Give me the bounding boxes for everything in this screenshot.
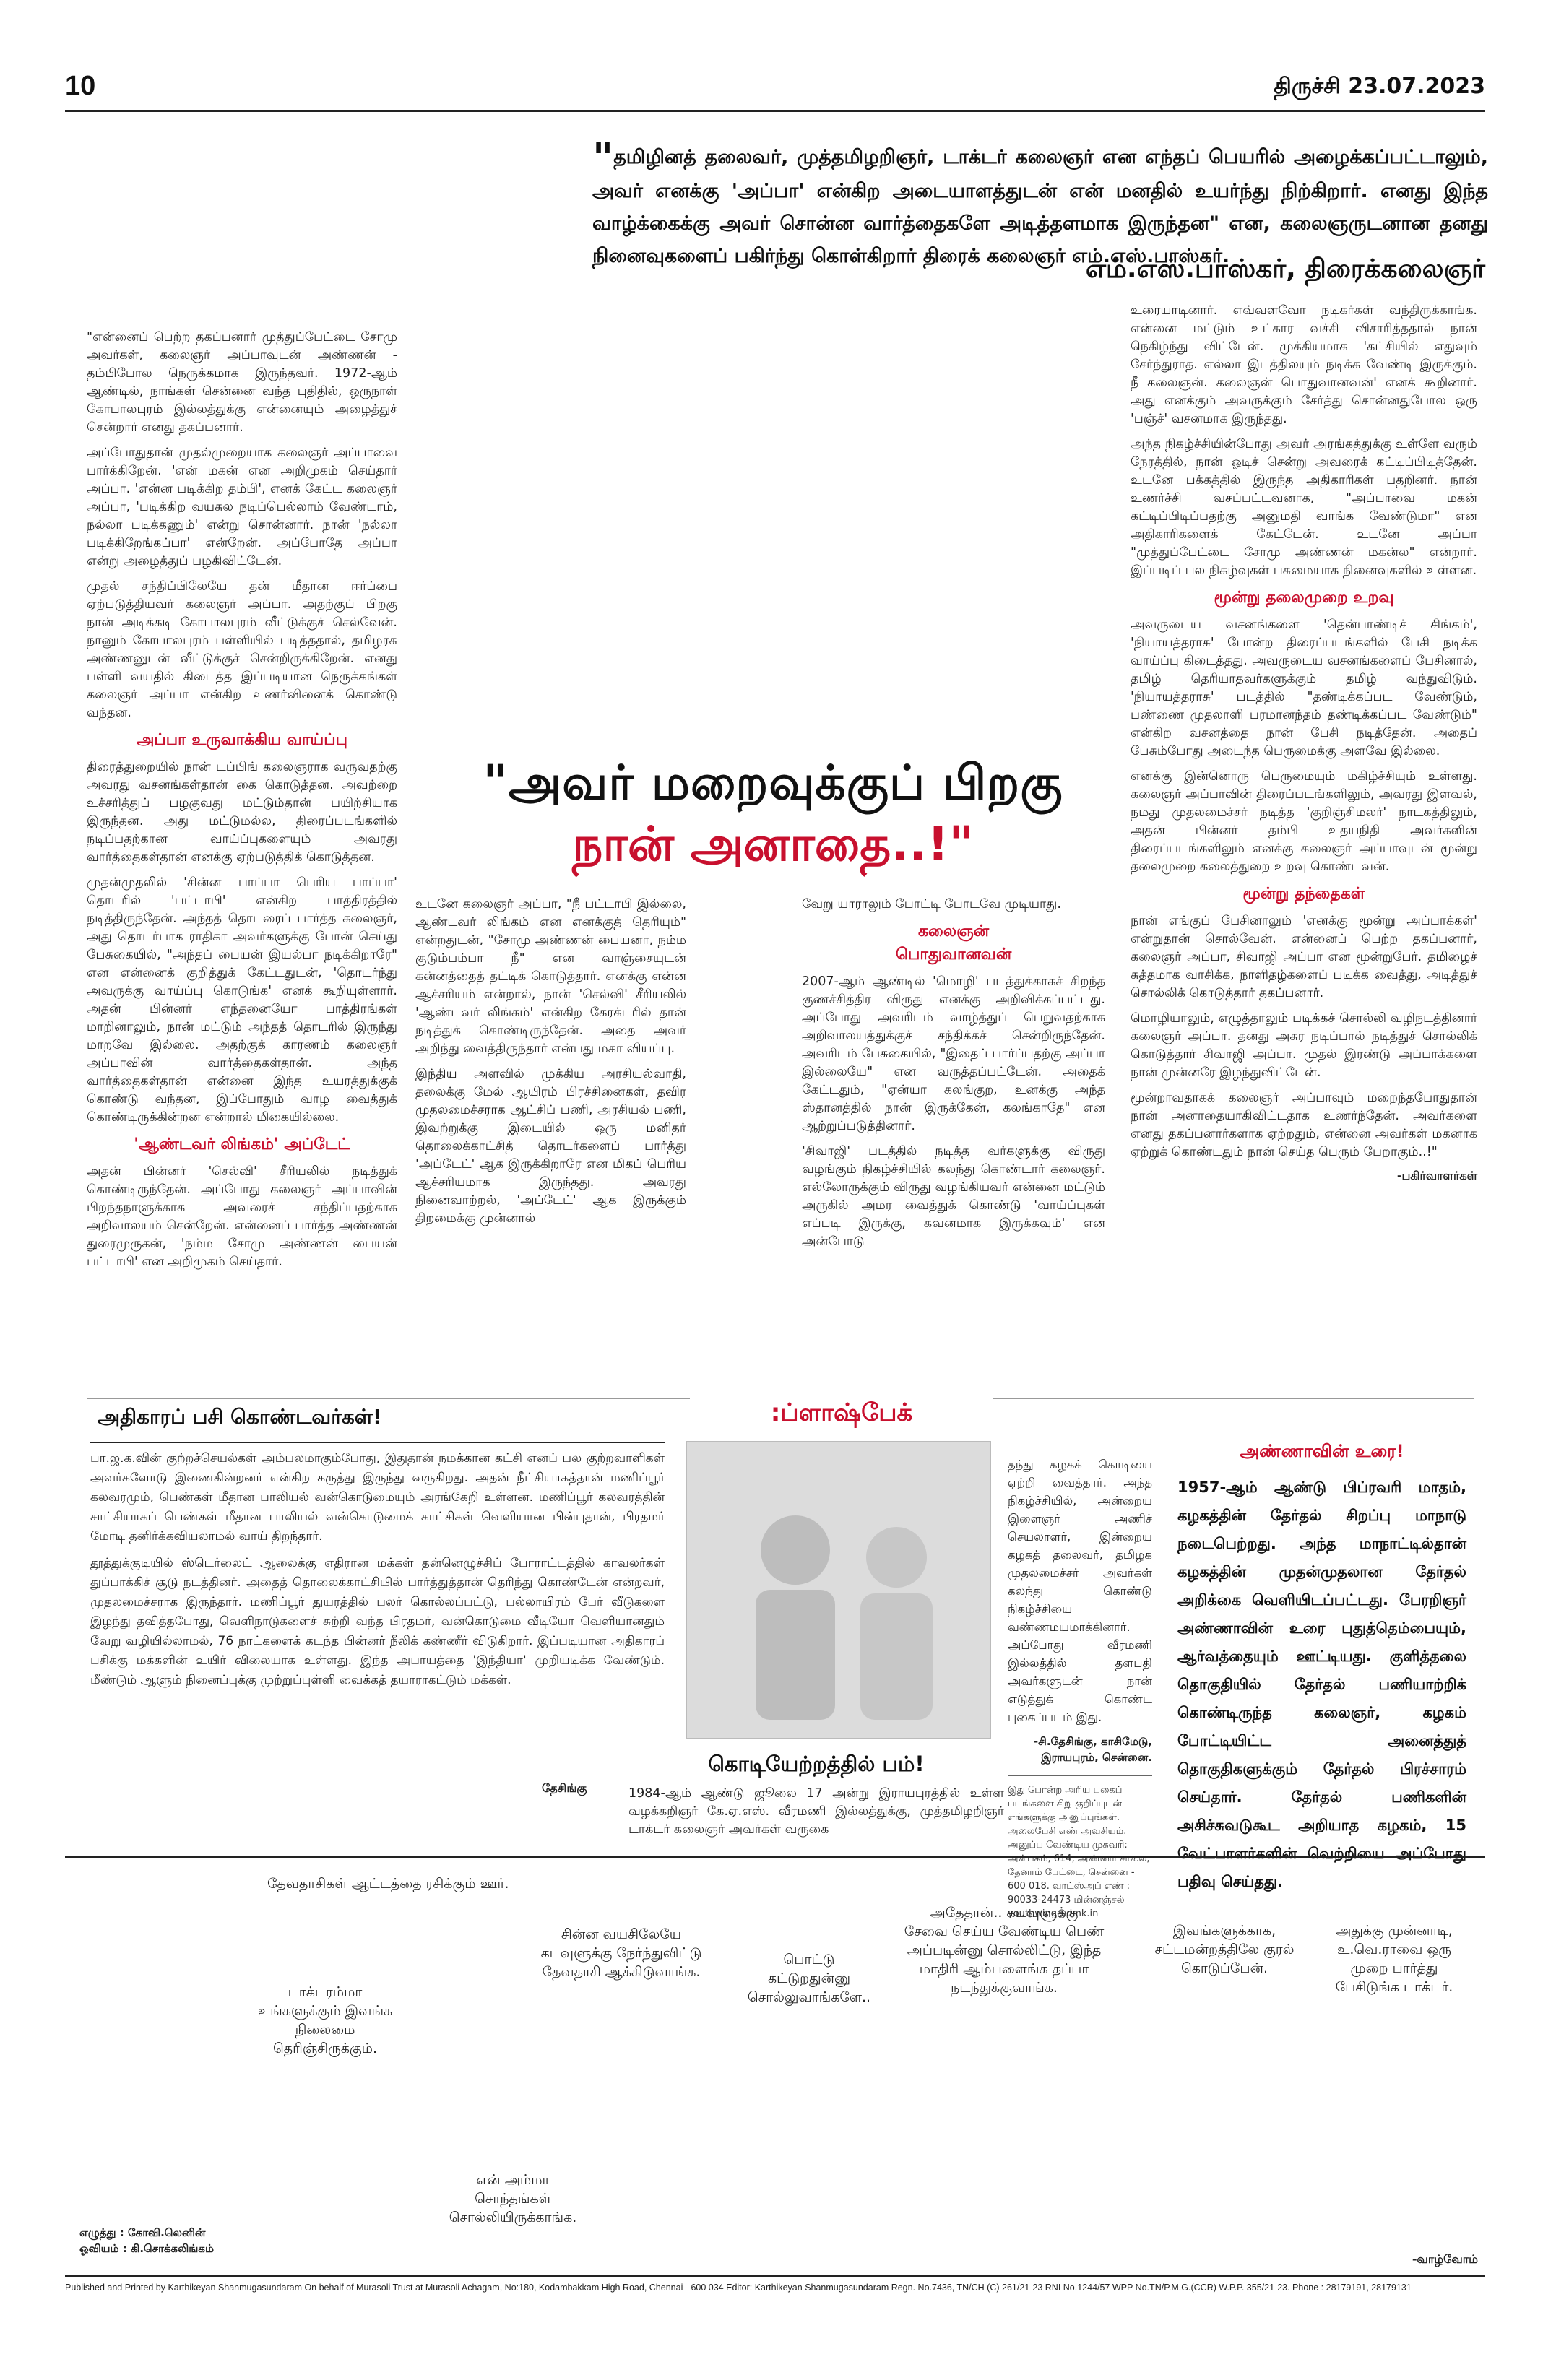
col4-paragraph-2: அந்த நிகழ்ச்சியின்போது அவர் அரங்கத்துக்க… [1131,437,1482,578]
right-box-text: 1957-ஆம் ஆண்டு பிப்ரவரி மாதம், கழகத்தின்… [1177,1479,1466,1890]
footer-rule [65,2275,1485,2277]
right-box-title: அண்ணாவின் உரை! [1240,1441,1404,1461]
footer-imprint: Published and Printed by Karthikeyan Sha… [65,2282,1412,2293]
flashback-photo [686,1441,991,1739]
col1-paragraph-6: அதன் பின்னர் 'செல்வி' சீரியலில் நடித்துக… [87,1164,402,1269]
column-4: உரையாடினார். எவ்வளவோ நடிகர்கள் வந்திருக்… [1131,302,1477,1184]
left-box-paragraph-1: பா.ஜ.க.வின் குற்றச்செயல்கள் அம்பலமாகும்ப… [90,1451,669,1544]
col3-paragraph-1: வேறு யாராலும் போட்டி போடவே முடியாது. [802,897,1061,912]
comic-credits: எழுத்து : கோவி.லெனின் ஓவியம் : கி.சொக்கல… [79,2226,215,2255]
col3-paragraph-2: 2007-ஆம் ஆண்டில் 'மொழி' படத்துக்காகச் சி… [802,974,1110,1133]
flashback-side-text: தந்து கழகக் கொடியை ஏற்றி வைத்தார். அந்த … [1008,1458,1157,1724]
comic-bubble-7: என் அம்மா சொந்தங்கள் சொல்லியிருக்காங்க. [449,2172,577,2225]
intro-text: தமிழினத் தலைவர், முத்தமிழறிஞர், டாக்டர் … [592,146,1488,267]
col1-paragraph-5: முதன்முதலில் 'சின்ன பாப்பா பெரிய பாப்பா'… [87,875,402,1125]
col4-paragraph-1: உரையாடினார். எவ்வளவோ நடிகர்கள் வந்திருக்… [1131,303,1482,426]
col2-paragraph-1: உடனே கலைஞர் அப்பா, "நீ பட்டாபி இல்லை, ஆண… [415,897,691,1056]
intro-paragraph: "தமிழினத் தலைவர், முத்தமிழறிஞர், டாக்டர்… [592,139,1488,272]
col4-subheading-2: மூன்று தந்தைகள் [1242,885,1365,903]
comic-bubble-6: அதுக்கு முன்னாடி, உ.வெ.ராவை ஒரு முறை பார… [1335,1923,1453,1995]
col3-subheading-1: கலைஞன் [917,922,990,940]
col4-paragraph-7: மூன்றாவதாகக் கலைஞர் அப்பாவும் மறைந்தபோது… [1131,1091,1482,1159]
comic-continued: -வாழ்வோம் [1412,2252,1478,2266]
intro-open-quote: " [592,135,614,182]
comic-bubble-4: அதேதான்.. கடவுளுக்கு சேவை செய்ய வேண்டிய … [904,1905,1105,1996]
flashback-sender: -சி.தேசிங்கு, காசிமேடு, இராயபுரம், சென்ன… [1033,1735,1152,1764]
flashback-caption-block: கொடியேற்றத்தில் பம்! 1984-ஆம் ஆண்டு ஜூலை… [628,1752,1004,1846]
col4-subheading-1: மூன்று தலைமுறை உறவு [1214,589,1394,607]
column-2: உடனே கலைஞர் அப்பா, "நீ பட்டாபி இல்லை, ஆண… [415,896,686,1235]
col4-paragraph-3: அவருடைய வசனங்களை 'தென்பாண்டிச் சிங்கம்',… [1131,618,1482,758]
col1-paragraph-4: திரைத்துறையில் நான் டப்பிங் கலைஞராக வருவ… [87,760,402,865]
col2-paragraph-2: இந்திய அளவில் முக்கிய அரசியல்வாதி, தலைக்… [415,1067,691,1226]
byline: எம்.எஸ்.பாஸ்கர், திரைக்கலைஞர் [1085,254,1485,284]
col1-paragraph-2: அப்போதுதான் முதல்முறையாக கலைஞர் அப்பாவை … [87,446,402,568]
col4-credit: -பகிர்வாளர்கள் [1396,1169,1477,1182]
col4-paragraph-4: எனக்கு இன்னொரு பெருமையும் மகிழ்ச்சியும் … [1131,769,1482,874]
left-box-paragraph-2: தூத்துக்குடியில் ஸ்டெர்லைட் ஆலைக்கு எதிர… [90,1556,669,1687]
column-1: "என்னைப் பெற்ற தகப்பனார் முத்துப்பேட்டை … [87,329,397,1278]
flashback-header: :ப்ளாஷ்பேக் [690,1390,993,1435]
comic-bubble-1: டாக்டரம்மா உங்களுக்கும் இவங்க நிலைமை தெர… [257,1984,393,2056]
comic-bubble-5: இவங்களுக்காக, சட்டமன்றத்திலே குரல் கொடுப… [1154,1923,1295,1976]
flashback-title: :ப்ளாஷ்பேக் [770,1398,913,1427]
col1-subheading-1: அப்பா உருவாக்கிய வாய்ப்பு [136,731,347,749]
col3-subheading-2: பொதுவானவன் [895,945,1012,964]
left-box-title: அதிகாரப் பசி கொண்டவர்கள்! [98,1405,382,1429]
edition-date: திருச்சி 23.07.2023 [1274,74,1485,99]
comic-bubble-3: பொட்டு கட்டுறதுன்னு சொல்லுவாங்களே.. [747,1952,871,2005]
flashback-source-label: தேசிங்கு [542,1781,587,1795]
comic-top-rule [65,1856,1485,1858]
flashback-caption: கொடியேற்றத்தில் பம்! [708,1752,925,1776]
photo-placeholder-icon [687,1442,990,1738]
column-3: வேறு யாராலும் போட்டி போடவே முடியாது. கலை… [802,896,1105,1258]
header-rule [65,110,1485,112]
col1-subheading-2: 'ஆண்டவர் லிங்கம்' அப்டேட் [134,1135,350,1154]
col1-paragraph-3: முதல் சந்திப்பிலேயே தன் மீதான ஈர்ப்பை ஏற… [87,579,402,720]
col4-paragraph-6: மொழியாலும், எழுத்தாலும் படிக்கச் சொல்லி … [1131,1011,1482,1080]
flashback-side: தந்து கழகக் கொடியை ஏற்றி வைத்தார். அந்த … [1008,1455,1152,1921]
flashback-caption-text: 1984-ஆம் ஆண்டு ஜூலை 17 அன்று இராயபுரத்தி… [628,1786,1008,1837]
col1-paragraph-1: "என்னைப் பெற்ற தகப்பனார் முத்துப்பேட்டை … [87,330,402,435]
flashback-invite: இது போன்ற அரிய புகைப் படங்களை சிறு குறிப… [1008,1785,1150,1919]
headline-line-1: "அவர் மறைவுக்குப் பிறகு [483,755,1063,810]
comic-top-caption: தேவதாசிகள் ஆட்டத்தை ரசிக்கும் ஊர். [267,1876,509,1892]
comic-bubble-2: சின்ன வயசிலேயே கடவுளுக்கு நேர்ந்துவிட்டு… [540,1926,702,1980]
right-history-box: அண்ணாவின் உரை! 1957-ஆம் ஆண்டு பிப்ரவரி ம… [1177,1441,1466,1896]
headline-line-2: நான் அனாதை..!" [572,816,974,872]
page-number: 10 [65,71,96,101]
col3-paragraph-3: 'சிவாஜி' படத்தில் நடித்த வர்களுக்கு விரு… [802,1144,1110,1249]
col4-paragraph-5: நான் எங்குப் பேசினாலும் 'எனக்கு மூன்று அ… [1131,914,1482,1000]
left-opinion-box: அதிகாரப் பசி கொண்டவர்கள்! பா.ஜ.க.வின் கு… [90,1405,665,1697]
